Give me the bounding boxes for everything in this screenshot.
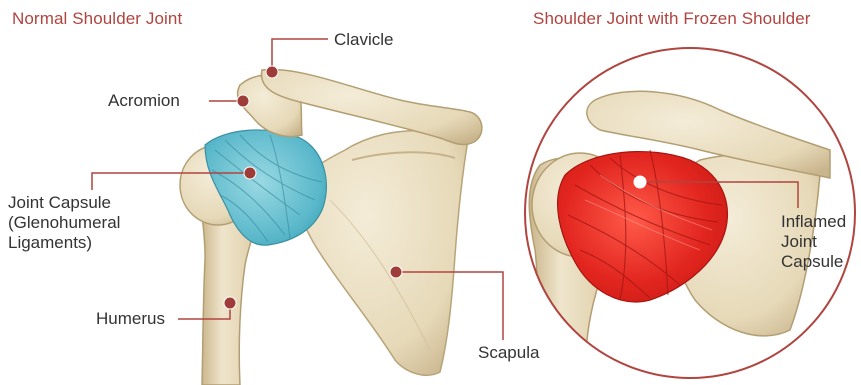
humerus-label: Humerus (96, 309, 165, 329)
humerus-marker (224, 297, 236, 309)
joint-capsule-label: Joint Capsule (Glenohumeral Ligaments) (8, 193, 120, 253)
joint-capsule-label-line3: Ligaments) (8, 233, 120, 253)
inflamed-capsule-label-line3: Capsule (781, 252, 846, 272)
joint-capsule-marker (244, 167, 256, 179)
inflamed-capsule-label: Inflamed Joint Capsule (781, 212, 846, 272)
scapula-label: Scapula (478, 343, 539, 363)
clavicle-leader (272, 39, 328, 72)
inflamed-capsule-label-line2: Joint (781, 232, 846, 252)
scapula-bone (299, 131, 468, 376)
clavicle-marker (266, 66, 278, 78)
acromion-marker (237, 95, 249, 107)
scapula-marker (390, 266, 402, 278)
inflamed-capsule-label-line1: Inflamed (781, 212, 846, 232)
inflamed-capsule-marker (634, 176, 646, 188)
acromion-label: Acromion (108, 91, 180, 111)
clavicle-label: Clavicle (334, 30, 394, 50)
joint-capsule-label-line1: Joint Capsule (8, 193, 120, 213)
joint-capsule-label-line2: (Glenohumeral (8, 213, 120, 233)
